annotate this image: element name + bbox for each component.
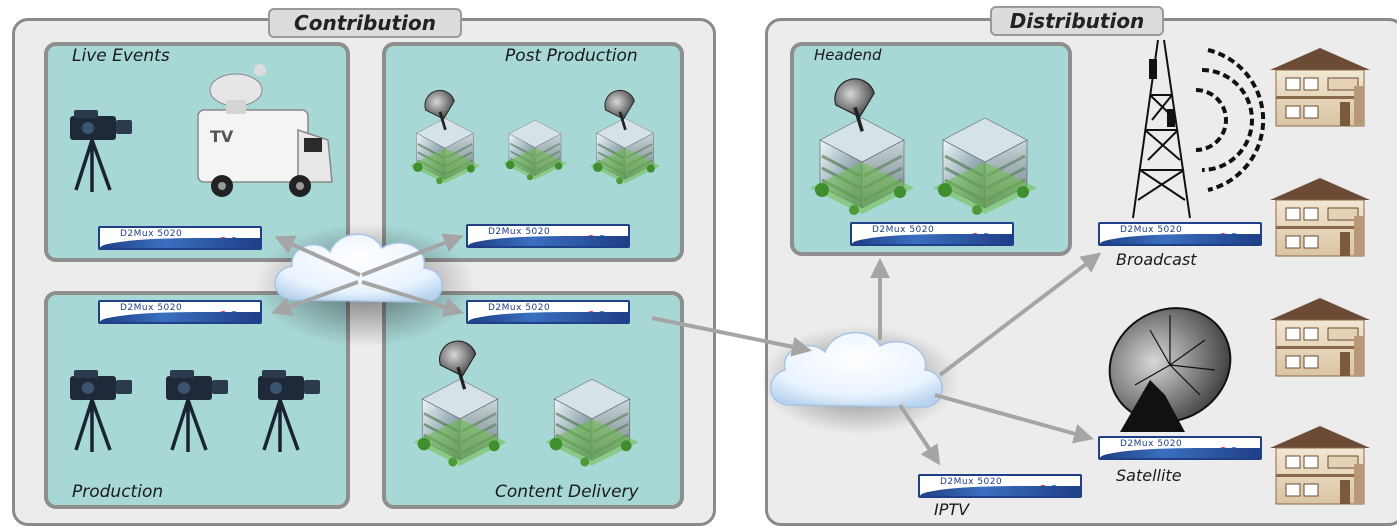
d2mux-device-broadcast: D2Mux 5020: [1098, 222, 1262, 246]
satellite-dish-icon: [1108, 307, 1232, 432]
house-icon: [1269, 297, 1371, 377]
van-tv-text: TV: [210, 127, 234, 146]
cloud-icon: [769, 331, 943, 408]
device-name: D2Mux 5020: [1120, 225, 1183, 235]
cloud-icon: [274, 233, 443, 303]
d2mux-device-post-production: D2Mux 5020: [466, 224, 630, 248]
distribution-title: Distribution: [990, 6, 1164, 36]
broadcast-waves-icon: [1195, 48, 1266, 192]
camera-icon: [68, 108, 134, 194]
house-icon: [1269, 425, 1371, 505]
satellite-label: Satellite: [1116, 466, 1182, 485]
building-icon: [543, 377, 641, 468]
device-name: D2Mux 5020: [120, 303, 183, 313]
building-icon: [808, 116, 916, 217]
building-icon: [411, 377, 509, 468]
device-name: D2Mux 5020: [1120, 439, 1183, 449]
d2mux-device-iptv: D2Mux 5020: [918, 474, 1082, 498]
d2mux-device-content-delivery: D2Mux 5020: [466, 300, 630, 324]
device-name: D2Mux 5020: [872, 225, 935, 235]
tv-van-icon: TV: [197, 64, 333, 197]
device-name: D2Mux 5020: [120, 229, 183, 239]
contribution-title: Contribution: [268, 8, 462, 38]
d2mux-device-live-events: D2Mux 5020: [98, 226, 262, 250]
camera-icon: [256, 368, 322, 454]
d2mux-device-headend: D2Mux 5020: [850, 222, 1014, 246]
camera-icon: [68, 368, 134, 454]
live-events-label: Live Events: [72, 46, 170, 66]
d2mux-device-satellite: D2Mux 5020: [1098, 436, 1262, 460]
device-name: D2Mux 5020: [488, 303, 551, 313]
content-delivery-label: Content Delivery: [495, 482, 639, 502]
iptv-label: IPTV: [934, 500, 970, 519]
production-label: Production: [72, 482, 164, 502]
house-icon: [1269, 177, 1371, 257]
post-production-label: Post Production: [505, 46, 638, 66]
camera-icon: [164, 368, 230, 454]
broadcast-label: Broadcast: [1116, 250, 1197, 269]
device-name: D2Mux 5020: [488, 227, 551, 237]
d2mux-device-production: D2Mux 5020: [98, 300, 262, 324]
device-name: D2Mux 5020: [940, 477, 1003, 487]
arrow-icon: [271, 233, 1102, 466]
house-icon: [1269, 47, 1371, 127]
broadcast-tower-icon: [1132, 39, 1191, 219]
headend-label: Headend: [814, 46, 882, 64]
building-icon: [501, 119, 569, 182]
building-icon: [931, 116, 1039, 217]
